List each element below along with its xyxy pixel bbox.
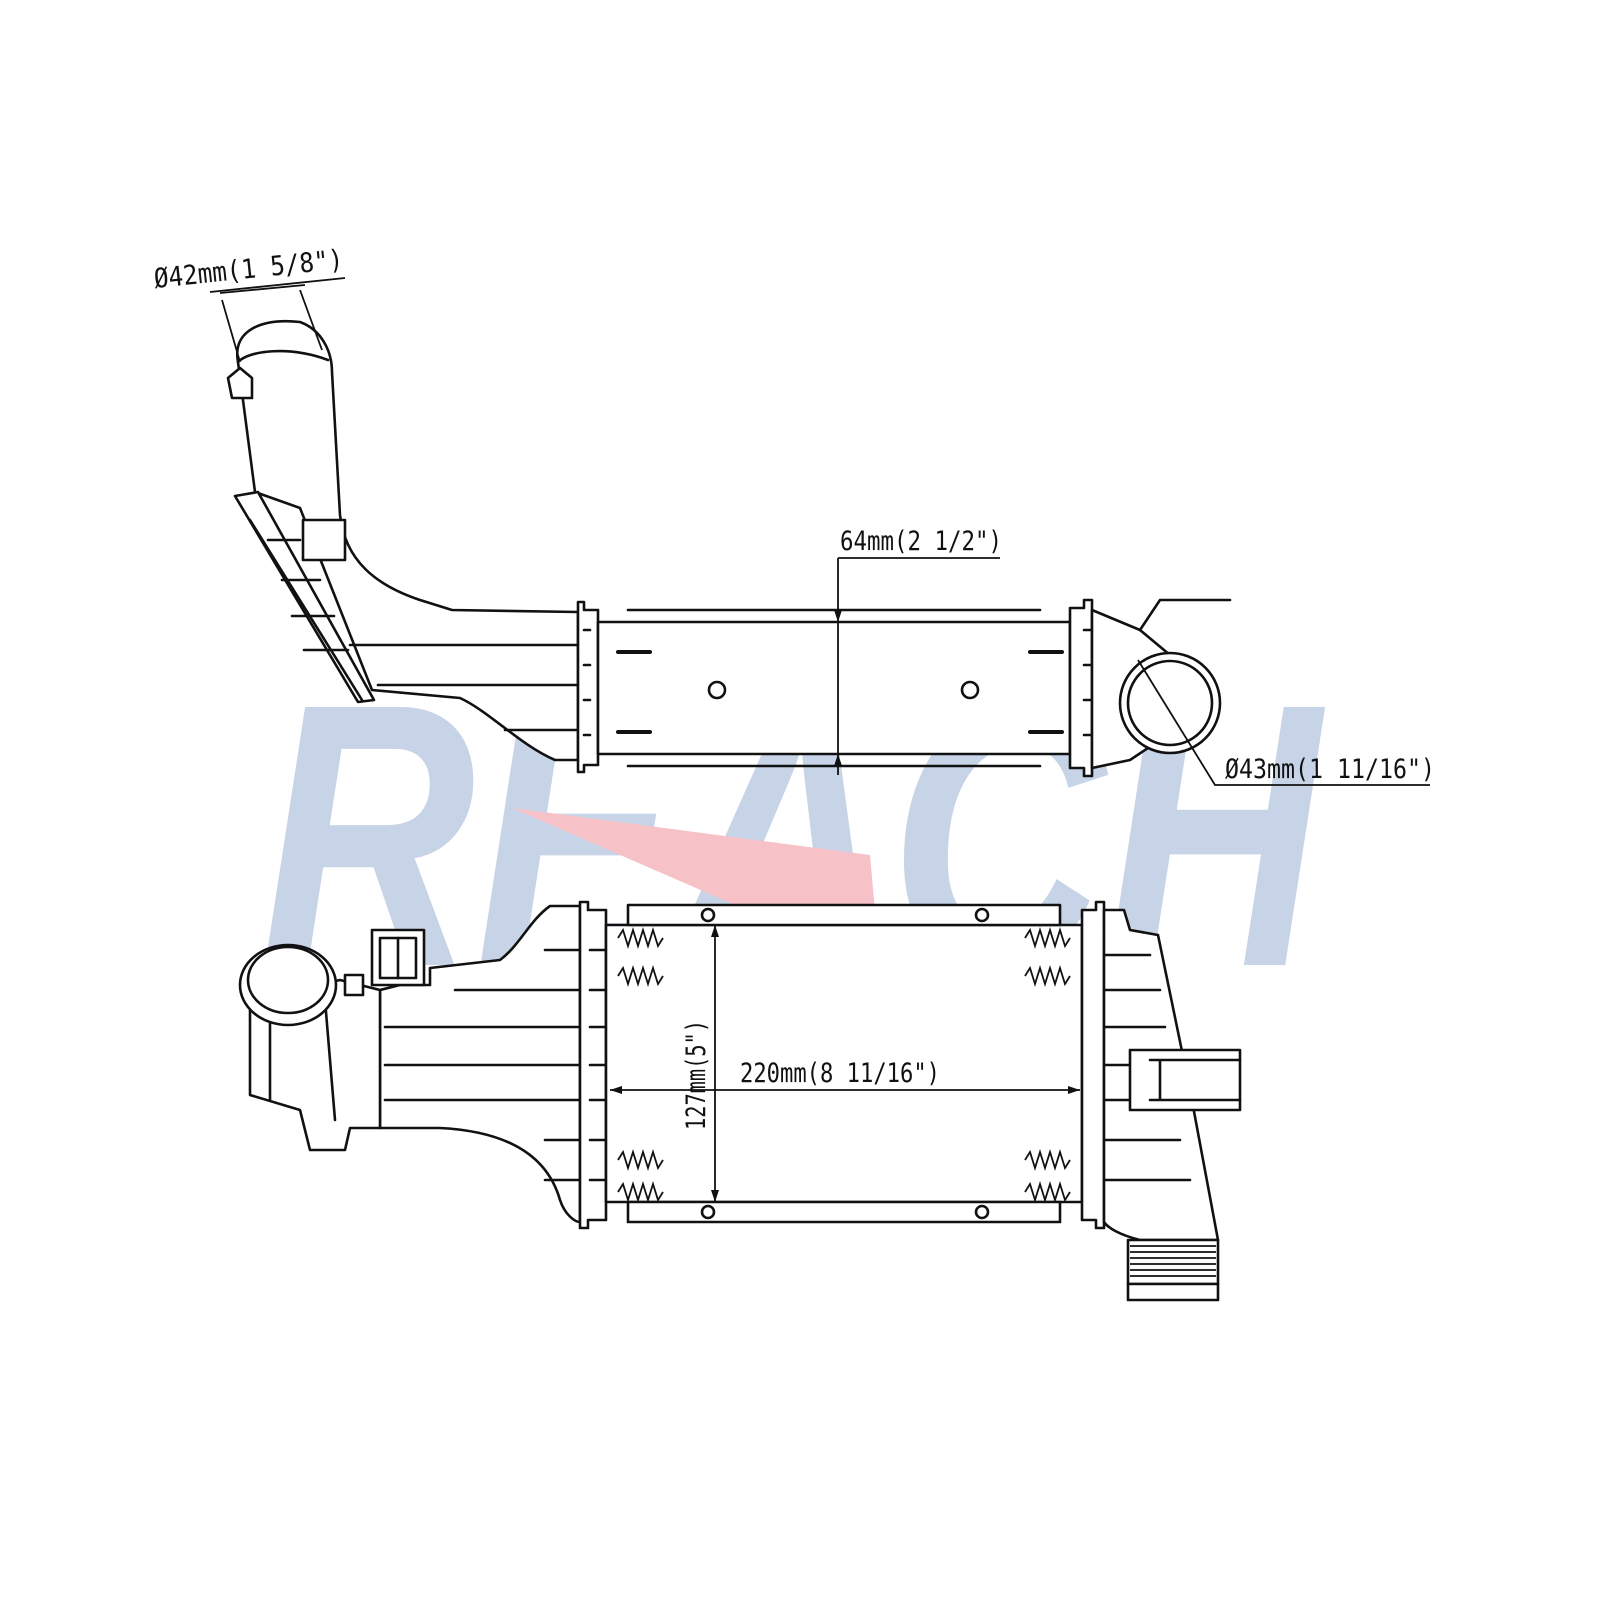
top-outlet-pipe [1118, 651, 1222, 755]
top-view [226, 320, 1232, 778]
front-core-hole-1 [700, 907, 716, 923]
top-inlet-clamp [301, 518, 347, 562]
outlet-diameter-label: Ø43mm(1 11/16") [1225, 754, 1435, 785]
top-left-header [576, 600, 600, 774]
top-core [596, 620, 1072, 756]
top-inlet-tube [235, 320, 580, 762]
core-height-label: 127mm(5") [681, 1020, 712, 1130]
front-core-hole-2 [974, 907, 990, 923]
front-core-fins [617, 926, 1071, 1204]
core-thickness-label: 64mm(2 1/2") [840, 526, 1002, 557]
core-width-label: 220mm(8 11/16") [740, 1058, 940, 1089]
front-core-hole-4 [974, 1204, 990, 1220]
dimension-lines [209, 277, 1430, 1202]
front-core-hole-3 [700, 1204, 716, 1220]
front-inlet-clip [343, 973, 365, 997]
front-view [238, 900, 1242, 1302]
top-core-hole-left [707, 680, 727, 700]
top-right-header [1068, 598, 1094, 778]
top-core-hole-right [960, 680, 980, 700]
front-right-header [1080, 900, 1106, 1230]
front-outlet-threads [1130, 1245, 1216, 1277]
top-inlet-clip [226, 366, 254, 400]
